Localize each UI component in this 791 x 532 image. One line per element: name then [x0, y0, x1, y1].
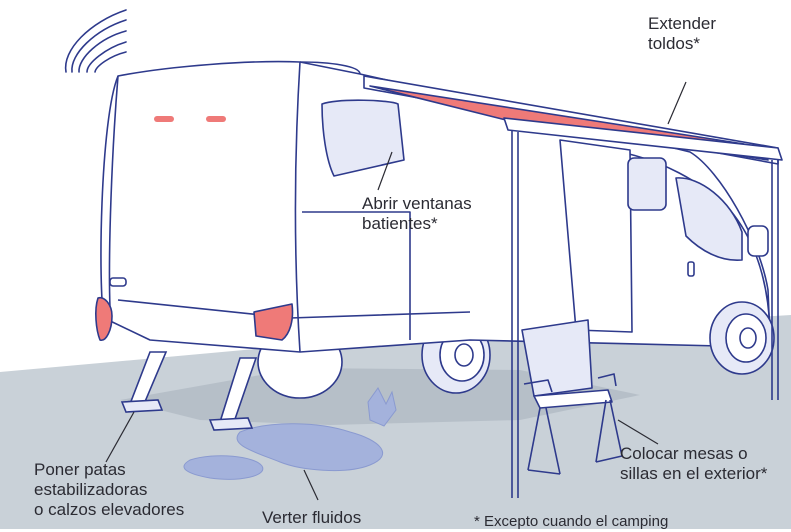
front-wheel	[710, 302, 774, 374]
label-stabilizers-line2: estabilizadoras	[34, 480, 184, 500]
label-extend-awnings-line2: toldos*	[648, 34, 716, 54]
label-extend-awnings-line1: Extender	[648, 14, 716, 34]
label-extend-awnings: Extender toldos*	[648, 14, 716, 54]
footnote-text: * Excepto cuando el camping	[474, 512, 668, 532]
label-open-windows: Abrir ventanas batientes*	[362, 194, 472, 234]
label-open-windows-line2: batientes*	[362, 214, 472, 234]
label-stabilizers-line1: Poner patas	[34, 460, 184, 480]
label-place-furniture: Colocar mesas o sillas en el exterior*	[620, 444, 767, 484]
label-stabilizers-line3: o calzos elevadores	[34, 500, 184, 520]
footnote: * Excepto cuando el camping	[474, 512, 668, 532]
label-pour-fluids-line1: Verter fluidos	[262, 508, 361, 528]
wireless-signal-icon	[66, 10, 126, 72]
label-stabilizers: Poner patas estabilizadoras o calzos ele…	[34, 460, 184, 520]
label-pour-fluids: Verter fluidos	[262, 508, 361, 528]
label-place-furniture-line2: sillas en el exterior*	[620, 464, 767, 484]
label-place-furniture-line1: Colocar mesas o	[620, 444, 767, 464]
label-open-windows-line1: Abrir ventanas	[362, 194, 472, 214]
